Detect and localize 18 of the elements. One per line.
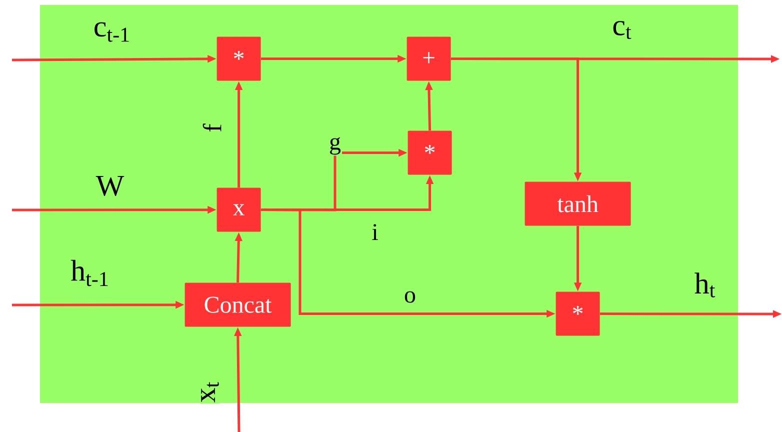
cell-panel bbox=[40, 5, 738, 403]
edge-label: c$_{t}$ bbox=[611, 20, 633, 40]
operation-box: x bbox=[216, 188, 261, 232]
edge-label: x$_{t}$ bbox=[200, 380, 220, 404]
edge-label: f bbox=[202, 122, 222, 134]
edge-label: i bbox=[370, 223, 380, 241]
operation-box: * bbox=[408, 130, 452, 175]
edge-label: h$_{t}$ bbox=[693, 272, 717, 298]
edge-label: h$_{t-1}$ bbox=[70, 258, 110, 288]
operation-box: Concat bbox=[184, 282, 291, 327]
operation-box: tanh bbox=[524, 182, 631, 226]
edge-label: g bbox=[328, 136, 342, 156]
operation-box: * bbox=[556, 292, 600, 336]
edge-label: W bbox=[94, 174, 126, 198]
edge-label: c$_{t-1}$ bbox=[92, 21, 132, 43]
operation-box: * bbox=[216, 36, 261, 81]
operation-box: + bbox=[406, 36, 451, 81]
edge-label: o bbox=[403, 290, 417, 304]
